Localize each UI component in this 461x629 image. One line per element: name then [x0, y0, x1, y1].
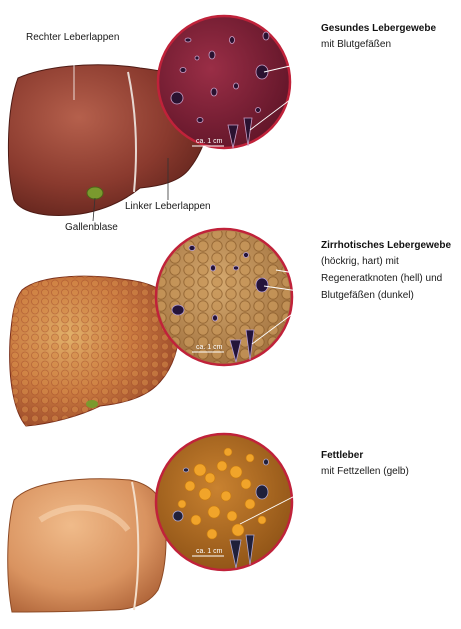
- scale-label-fatty: ca. 1 cm: [196, 548, 223, 555]
- title-healthy: Gesundes Lebergewebe: [321, 23, 436, 34]
- panel-healthy: ca. 1 cm Rechter Leberlappen Gallenblase…: [8, 16, 436, 233]
- desc-fatty-line1: mit Fettzellen (gelb): [321, 466, 409, 477]
- label-left-lobe: Linker Leberlappen: [125, 201, 211, 212]
- label-gallbladder: Gallenblase: [65, 222, 118, 233]
- panel-fatty: ca. 1 cm Fettleber mit Fettzellen (gelb): [8, 434, 409, 612]
- cirrhotic-gallbladder: [86, 400, 98, 408]
- healthy-tissue-circle: [158, 16, 290, 148]
- desc-healthy-line1: mit Blutgefäßen: [321, 39, 391, 50]
- scale-label-cirrhotic: ca. 1 cm: [196, 344, 223, 351]
- desc-cirrhotic-line2: Regeneratknoten (hell) und: [321, 273, 442, 284]
- title-fatty: Fettleber: [321, 450, 363, 461]
- regenerative-nodules: [158, 231, 290, 363]
- fatty-liver: [8, 479, 166, 612]
- title-cirrhotic: Zirrhotisches Lebergewebe: [321, 240, 451, 251]
- scale-label-healthy: ca. 1 cm: [196, 138, 223, 145]
- label-right-lobe: Rechter Leberlappen: [26, 32, 119, 43]
- desc-cirrhotic-line1: (höckrig, hart) mit: [321, 256, 399, 267]
- desc-cirrhotic-line3: Blutgefäßen (dunkel): [321, 290, 414, 301]
- fatty-tissue-circle: [156, 434, 292, 570]
- panel-cirrhotic: ca. 1 cm Zirrhotisches Lebergewebe (höck…: [10, 229, 452, 426]
- gallbladder: [87, 187, 103, 199]
